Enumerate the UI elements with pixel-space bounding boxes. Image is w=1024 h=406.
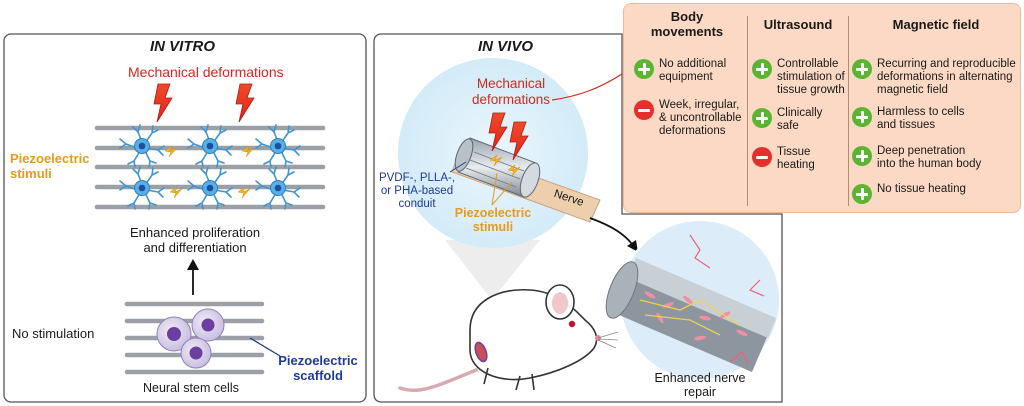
vivo-mechanical-deformations-label: Mechanical deformations <box>471 76 551 107</box>
ultrasound-item: Controllable stimulation of tissue growt… <box>752 58 845 98</box>
minus-icon <box>634 100 654 120</box>
comparison-panel: Body movements No additional equipment W… <box>623 3 1021 213</box>
plus-icon <box>852 146 872 166</box>
enhanced-nerve-repair-label: Enhanced nerve repair <box>654 371 746 400</box>
plus-icon <box>852 107 872 127</box>
header-body-movements: Body movements <box>650 9 724 39</box>
minus-icon <box>752 147 772 167</box>
conduit-leader-line <box>449 161 467 173</box>
piezoelectric-stimuli-label: Piezoelectric stimuli <box>10 151 90 181</box>
ultrasound-item: Tissue heating <box>752 146 815 172</box>
mouse-icon <box>398 284 619 393</box>
stimuli-leader-lines <box>491 172 513 206</box>
neural-stem-cells-label: Neural stem cells <box>143 381 239 395</box>
scaffold-leader-line <box>249 337 281 357</box>
conduit-label: PVDF-, PLLA-, or PHA-based conduit <box>378 172 456 211</box>
stem-cell-icons <box>156 308 225 369</box>
column-divider <box>848 16 849 206</box>
ultrasound-item: Clinically safe <box>752 107 822 133</box>
plus-icon <box>852 59 872 79</box>
magnetic-field-item: Harmless to cells and tissues <box>852 106 965 132</box>
piezoelectric-scaffold-label: Piezoelectric scaffold <box>278 353 358 383</box>
no-stimulation-label: No stimulation <box>12 326 95 341</box>
plus-icon <box>852 184 872 204</box>
column-divider <box>747 16 748 206</box>
enhanced-proliferation-label: Enhanced proliferation and differentiati… <box>130 225 261 255</box>
header-ultrasound: Ultrasound <box>763 17 833 32</box>
plus-icon <box>752 108 772 128</box>
in-vitro-title: IN VITRO <box>150 38 216 55</box>
magnetic-field-item: Recurring and reproducible deformations … <box>852 58 1016 98</box>
vivo-piezoelectric-stimuli-label: Piezoelectric stimuli <box>454 206 532 235</box>
magnetic-field-item: No tissue heating <box>852 183 966 204</box>
nerve-repair-illustration <box>605 219 781 381</box>
in-vivo-title: IN VIVO <box>478 38 534 55</box>
nerve-conduit-icon <box>454 137 541 198</box>
arrow-to-repair-icon <box>589 217 638 252</box>
plus-icon <box>752 59 772 79</box>
header-magnetic-field: Magnetic field <box>892 17 980 32</box>
magnetic-field-item: Deep penetration into the human body <box>852 145 981 171</box>
body-movements-item: No additional equipment <box>634 58 726 84</box>
plus-icon <box>634 59 654 79</box>
mechanical-deformations-label: Mechanical deformations <box>128 64 284 80</box>
arrow-up-icon <box>187 259 199 295</box>
body-movements-item: Week, irregular, & uncontrollable deform… <box>634 99 741 139</box>
connector-line <box>551 73 623 101</box>
